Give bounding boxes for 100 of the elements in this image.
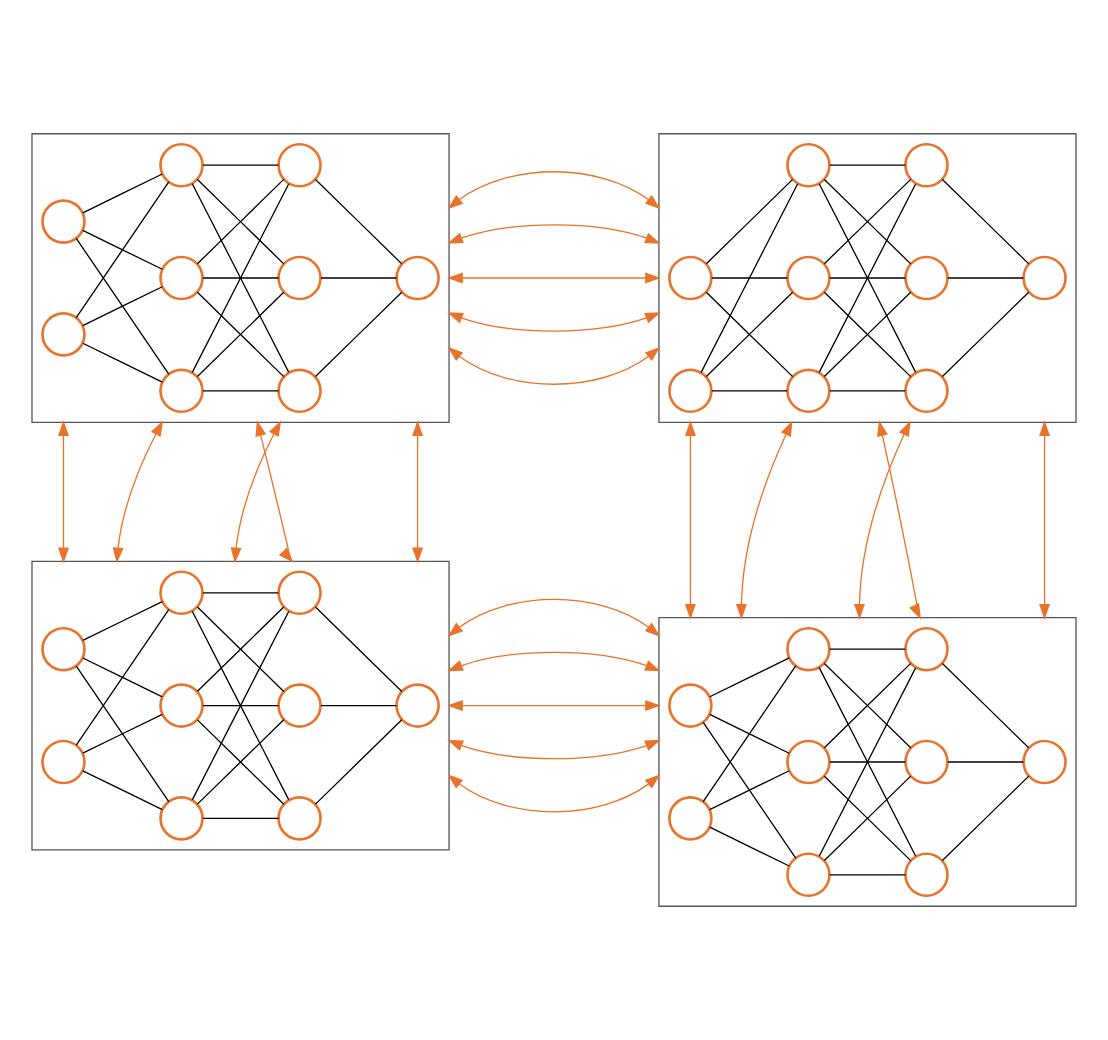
connector <box>823 775 912 862</box>
node-circle <box>277 683 322 728</box>
node-circle <box>1022 255 1067 301</box>
connector <box>191 183 290 373</box>
node-circle <box>904 368 949 414</box>
node-circle <box>395 255 440 301</box>
cluster <box>658 133 1077 423</box>
node-circle <box>668 255 713 301</box>
arrow <box>877 420 921 620</box>
node-circle <box>786 626 831 672</box>
node-circle <box>786 255 831 301</box>
node-circle <box>904 626 949 672</box>
arrow <box>447 651 661 672</box>
connector <box>941 291 1030 378</box>
connector <box>818 667 917 857</box>
connector <box>82 342 163 383</box>
connector <box>702 665 797 803</box>
connector <box>314 606 403 693</box>
node-circle <box>904 739 949 785</box>
connector <box>941 178 1030 265</box>
arrow <box>255 420 294 563</box>
node-circle <box>786 852 831 898</box>
connector <box>202 277 280 279</box>
node-circle <box>277 255 322 301</box>
connector <box>75 608 170 746</box>
connector <box>82 229 163 270</box>
arrow <box>447 346 661 385</box>
connector <box>702 721 797 859</box>
connector <box>202 164 280 166</box>
node-circle <box>277 570 322 616</box>
connector <box>700 183 799 373</box>
arrow <box>447 224 661 244</box>
node-circle <box>159 570 204 616</box>
connector <box>829 277 906 279</box>
node-circle <box>159 142 204 188</box>
node-circle <box>41 199 86 244</box>
arrow <box>230 420 282 564</box>
connector <box>941 662 1030 749</box>
connector <box>320 277 398 279</box>
connector <box>82 657 163 698</box>
arrow <box>412 420 424 564</box>
node-circle <box>41 626 86 672</box>
node-circle <box>41 312 86 357</box>
arrow <box>447 774 661 813</box>
node-circle <box>904 142 949 188</box>
node-circle <box>159 796 204 841</box>
arrow <box>112 420 164 564</box>
node-circle <box>668 683 713 728</box>
node-circle <box>786 142 831 188</box>
arrow <box>1039 420 1051 620</box>
connector <box>823 178 912 265</box>
connector <box>709 826 790 867</box>
connector <box>711 277 788 279</box>
node-circle <box>159 683 204 728</box>
node-circle <box>904 852 949 898</box>
connector <box>196 719 285 805</box>
node-circle <box>277 796 322 841</box>
connector <box>829 874 906 876</box>
arrow <box>447 312 661 332</box>
cluster <box>658 617 1077 907</box>
cluster <box>31 133 450 423</box>
connector <box>829 761 906 763</box>
connector <box>705 291 794 378</box>
connector <box>82 173 163 214</box>
connector <box>829 390 906 392</box>
connector <box>82 286 163 327</box>
node-circle <box>159 368 204 414</box>
connector <box>709 657 790 698</box>
arrow <box>447 739 661 760</box>
connector <box>202 704 280 707</box>
connector <box>709 770 790 811</box>
connector <box>202 817 280 820</box>
node-circle <box>277 368 322 414</box>
connector <box>202 390 280 392</box>
connector <box>823 291 912 378</box>
connector <box>82 770 163 811</box>
connector <box>320 704 398 707</box>
node-circle <box>786 368 831 414</box>
connector <box>709 713 790 754</box>
node-circle <box>1022 739 1067 785</box>
connector <box>941 775 1030 862</box>
connector <box>82 600 163 642</box>
connector <box>314 719 403 805</box>
connector <box>829 648 906 650</box>
node-circle <box>668 796 713 841</box>
connector <box>711 390 788 392</box>
connector <box>75 665 170 803</box>
node-circle <box>277 142 322 188</box>
connector <box>82 713 163 754</box>
connector <box>191 610 290 801</box>
connector <box>829 164 906 166</box>
node-circle <box>395 683 440 728</box>
connector <box>947 761 1024 763</box>
connector <box>947 277 1024 279</box>
connector <box>196 178 285 265</box>
arrow <box>447 171 661 210</box>
connector <box>314 178 403 265</box>
cluster <box>31 560 450 851</box>
connector <box>75 237 170 375</box>
connector <box>823 662 912 749</box>
